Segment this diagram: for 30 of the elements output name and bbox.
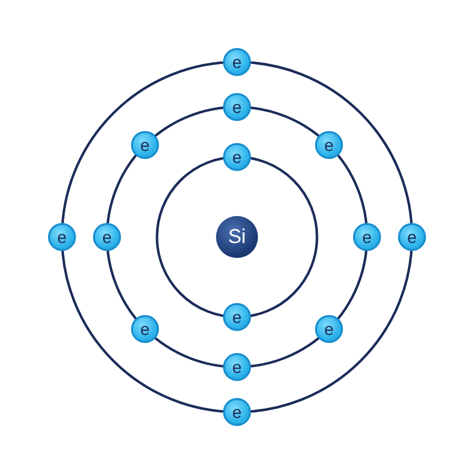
electron-label: e xyxy=(232,404,242,420)
electron-circle xyxy=(223,93,251,121)
electron-circle xyxy=(48,223,76,251)
electron-circle xyxy=(131,315,159,343)
electron-label: e xyxy=(407,228,417,246)
electron-circle xyxy=(223,303,251,331)
electron-circle xyxy=(223,143,251,171)
electron-label: e xyxy=(232,98,242,116)
element-symbol: Si xyxy=(228,227,246,247)
electron-label: e xyxy=(232,148,242,166)
electron-circle xyxy=(315,131,343,159)
electron-circle xyxy=(131,131,159,159)
nucleus-circle xyxy=(216,216,258,258)
electron-circle xyxy=(223,398,251,426)
electron-label: e xyxy=(102,228,112,246)
electron-label: e xyxy=(232,54,242,70)
electron-label: e xyxy=(324,320,334,338)
electron-label: e xyxy=(140,136,150,154)
electron-label: e xyxy=(232,308,242,326)
electron-circle xyxy=(223,48,251,76)
electron-label: e xyxy=(324,136,334,154)
electron-circle xyxy=(398,223,426,251)
electron-label: e xyxy=(362,228,372,246)
electron-label: e xyxy=(232,358,242,376)
electron-label: e xyxy=(57,228,67,246)
electron-circle xyxy=(315,315,343,343)
electron-circle xyxy=(93,223,121,251)
electron-circle xyxy=(223,353,251,381)
electron-label: e xyxy=(140,320,150,338)
electron-circle xyxy=(353,223,381,251)
